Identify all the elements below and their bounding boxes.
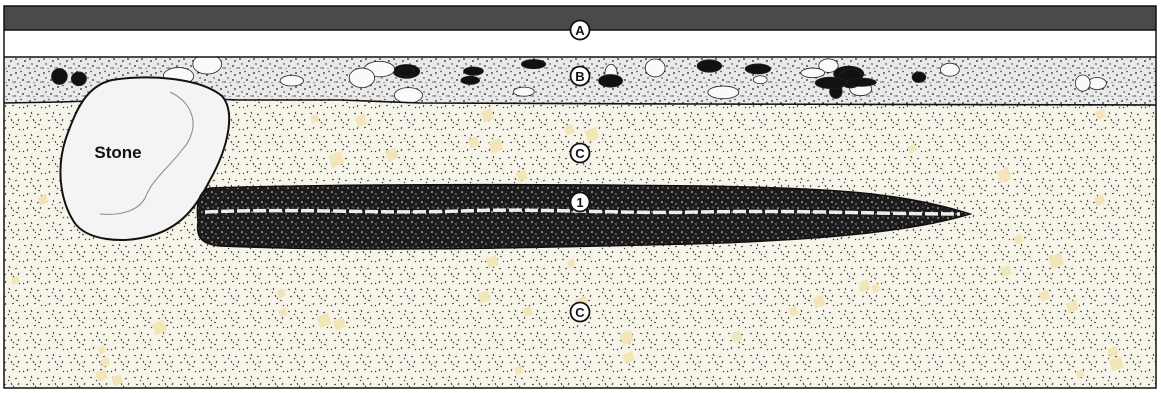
- gravel-stone-light: [801, 68, 825, 78]
- layer-label-c-upper-text: C: [575, 146, 585, 161]
- gravel-stone-light: [513, 87, 534, 96]
- layer-label-c-lower-text: C: [575, 305, 585, 320]
- layer-label-b-text: B: [575, 69, 584, 84]
- layer-label-c-upper: C: [571, 144, 590, 163]
- gravel-stone-light: [708, 86, 739, 99]
- layer-label-a-text: A: [575, 23, 585, 38]
- feature-label-1-text: 1: [576, 195, 583, 210]
- gravel-stone-light: [349, 68, 374, 88]
- gravel-stone-light: [280, 75, 303, 86]
- gravel-stone-dark: [52, 69, 68, 85]
- gravel-stone-light: [1075, 75, 1090, 91]
- layer-label-a: A: [571, 21, 590, 40]
- feature-label-1: 1: [571, 193, 590, 212]
- stone-label: Stone: [94, 143, 141, 162]
- gravel-stone-dark: [912, 72, 926, 83]
- gravel-stone-dark: [846, 78, 876, 86]
- gravel-stone-dark: [464, 67, 484, 75]
- gravel-stone-dark: [598, 75, 622, 88]
- gravel-stone-dark: [71, 72, 86, 86]
- gravel-stone-dark: [697, 60, 722, 72]
- gravel-stone-dark: [815, 77, 846, 88]
- gravel-stone-dark: [461, 76, 480, 84]
- gravel-stone-light: [394, 88, 422, 103]
- gravel-stone-light: [940, 63, 959, 76]
- gravel-stone-dark: [521, 60, 545, 69]
- gravel-stone-dark: [745, 64, 771, 74]
- gravel-stone-light: [645, 59, 665, 77]
- layer-label-c-lower: C: [571, 303, 590, 322]
- gravel-stone-light: [753, 76, 767, 84]
- gravel-stone-dark: [397, 68, 414, 77]
- layer-label-b: B: [571, 67, 590, 86]
